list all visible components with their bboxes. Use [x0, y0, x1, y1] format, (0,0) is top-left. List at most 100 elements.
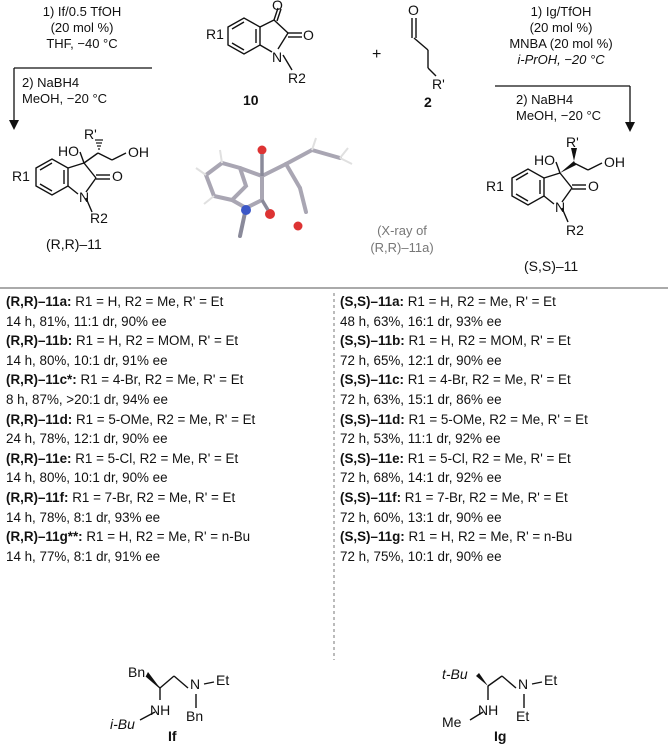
right-entry-2-substituents: R1 = H, R2 = MOM, R' = Et [408, 333, 571, 349]
right-entry-7-header: (S,S)–11g: R1 = H, R2 = Me, R' = n-Bu [340, 527, 668, 547]
catalyst-ig-tbu-label: t-Bu [442, 666, 468, 682]
product-left-o-label: O [112, 168, 123, 184]
right-entry-4-results: 72 h, 53%, 11:1 dr, 92% ee [340, 431, 501, 447]
right-entry-6-header: (S,S)–11f: R1 = 7-Br, R2 = Me, R' = Et [340, 488, 668, 508]
catalyst-if-ibu-label: i-Bu [110, 716, 135, 732]
left-cond-line4: 2) NaBH4 [22, 75, 80, 90]
product-left-hash-bond [95, 139, 103, 150]
catalyst-if-n-label: N [190, 676, 201, 692]
catalyst-if-et-label: Et [216, 672, 230, 688]
xray-caption: (X-ray of (R,R)–11a) [352, 222, 452, 256]
catalyst-if-compound-label: If [168, 728, 177, 744]
left-cond-line2: (20 mol %) [50, 20, 114, 35]
right-entry-3-results: 72 h, 63%, 15:1 dr, 86% ee [340, 391, 502, 407]
xray-oxygen-atom-2 [265, 209, 275, 219]
catalyst-if-nh-label: NH [150, 702, 171, 718]
product-left-n-label: N [79, 189, 90, 205]
right-entry-6-results: 72 h, 60%, 13:1 dr, 90% ee [340, 509, 502, 525]
left-entry-3-compound: (R,R)–11c*: [6, 372, 77, 388]
right-entry-5-header: (S,S)–11e: R1 = 5-Cl, R2 = Me, R' = Et [340, 449, 668, 469]
catalyst-ig-nh-label: NH [478, 702, 499, 718]
isatin-o1-label: O [272, 0, 283, 13]
product-left-structure [35, 151, 127, 213]
left-entry-2-substituents: R1 = H, R2 = MOM, R' = Et [75, 333, 239, 349]
left-entry-2-compound: (R,R)–11b: [6, 333, 73, 349]
product-left-compound-label: (R,R)–11 [46, 236, 102, 252]
right-cond-line3: MNBA (20 mol %) [509, 36, 613, 51]
catalyst-ig-et2-label: Et [516, 708, 530, 724]
right-entry-7-substituents: R1 = H, R2 = Me, R' = n-Bu [408, 529, 573, 545]
product-right-ho-label: HO [534, 152, 555, 168]
right-conditions-step1: 1) Ig/TfOH (20 mol %) MNBA (20 mol %) i-… [496, 4, 626, 68]
left-entry-2-header: (R,R)–11b: R1 = H, R2 = MOM, R' = Et [6, 331, 336, 351]
right-cond-line6: MeOH, −20 °C [516, 108, 602, 123]
left-entry-6-results: 14 h, 78%, 8:1 dr, 93% ee [6, 509, 161, 525]
left-entry-4-results: 24 h, 78%, 12:1 dr, 90% ee [6, 431, 168, 447]
catalyst-ig-compound-label: Ig [494, 728, 507, 744]
left-entry-1-results: 14 h, 81%, 11:1 dr, 90% ee [6, 313, 167, 329]
left-entry-3-substituents: R1 = 4-Br, R2 = Me, R' = Et [80, 372, 244, 388]
product-right-n-label: N [555, 199, 566, 215]
product-right-wedge-bond [560, 161, 576, 173]
right-cond-line2: (20 mol %) [529, 20, 593, 35]
product-left-r1-label: R1 [12, 168, 30, 184]
left-arrow-head [9, 120, 19, 130]
isatin-r2-label: R2 [288, 70, 306, 86]
left-entry-2-results: 14 h, 80%, 10:1 dr, 91% ee [6, 352, 168, 368]
left-entry-6-substituents: R1 = 7-Br, R2 = Me, R' = Et [72, 489, 236, 505]
left-entry-6-header: (R,R)–11f: R1 = 7-Br, R2 = Me, R' = Et [6, 488, 336, 508]
left-entry-5-substituents: R1 = 5-Cl, R2 = Me, R' = Et [75, 450, 239, 466]
left-entry-5-results: 14 h, 80%, 10:1 dr, 90% ee [6, 470, 168, 486]
left-entry-3-header: (R,R)–11c*: R1 = 4-Br, R2 = Me, R' = Et [6, 370, 336, 390]
product-right-structure [511, 161, 603, 223]
isatin-compound-number: 10 [243, 92, 259, 108]
left-entry-1-header: (R,R)–11a: R1 = H, R2 = Me, R' = Et [6, 292, 336, 312]
product-left-r2-label: R2 [90, 210, 108, 226]
catalyst-ig-n-label: N [518, 676, 529, 692]
product-right-compound-label: (S,S)–11 [524, 258, 579, 274]
right-entry-3-header: (S,S)–11c: R1 = 4-Br, R2 = Me, R' = Et [340, 370, 668, 390]
left-entry-1-compound: (R,R)–11a: [6, 294, 72, 309]
right-entry-3-compound: (S,S)–11c: [340, 372, 405, 388]
left-entry-7-compound: (R,R)–11g**: [6, 529, 83, 545]
right-entry-1-header: (S,S)–11a: R1 = H, R2 = Me, R' = Et [340, 292, 668, 312]
right-entry-7-results: 72 h, 75%, 10:1 dr, 90% ee [340, 548, 502, 564]
right-entry-4-substituents: R1 = 5-OMe, R2 = Me, R' = Et [408, 411, 588, 427]
right-entry-5-results: 72 h, 68%, 14:1 dr, 92% ee [340, 470, 502, 486]
right-entry-1-results: 48 h, 63%, 16:1 dr, 93% ee [340, 313, 502, 329]
left-entry-4-header: (R,R)–11d: R1 = 5-OMe, R2 = Me, R' = Et [6, 410, 336, 430]
left-entry-1-substituents: R1 = H, R2 = Me, R' = Et [75, 294, 224, 309]
product-right-r1-label: R1 [486, 178, 504, 194]
right-arrow-head [625, 122, 635, 132]
left-cond-line1: 1) If/0.5 TfOH [42, 4, 122, 19]
catalyst-if-bn2-label: Bn [186, 708, 204, 724]
xray-oxygen-atom-1 [257, 145, 267, 155]
left-conditions-step2: 2) NaBH4 MeOH, −20 °C [22, 75, 142, 107]
left-cond-line3: THF, −40 °C [46, 36, 118, 51]
right-entry-4-compound: (S,S)–11d: [340, 411, 405, 427]
right-cond-line1: 1) Ig/TfOH [530, 4, 592, 19]
left-cond-line5: MeOH, −20 °C [22, 91, 108, 106]
left-entry-5-header: (R,R)–11e: R1 = 5-Cl, R2 = Me, R' = Et [6, 449, 336, 469]
right-conditions-step2: 2) NaBH4 MeOH, −20 °C [516, 92, 636, 124]
product-left-ho-label: HO [58, 143, 79, 159]
right-entry-6-substituents: R1 = 7-Br, R2 = Me, R' = Et [404, 489, 568, 505]
isatin-r1-label: R1 [206, 26, 224, 42]
right-entry-4-header: (S,S)–11d: R1 = 5-OMe, R2 = Me, R' = Et [340, 410, 668, 430]
right-entry-6-compound: (S,S)–11f: [340, 489, 402, 505]
left-entry-7-results: 14 h, 77%, 8:1 dr, 91% ee [6, 548, 161, 564]
isatin-structure [227, 7, 302, 71]
right-entry-7-compound: (S,S)–11g: [340, 529, 405, 545]
catalyst-ig-structure [469, 675, 543, 721]
product-left-rp-label: R' [84, 126, 97, 142]
aldehyde-compound-number: 2 [424, 94, 432, 110]
right-entry-1-compound: (S,S)–11a: [340, 294, 405, 309]
xray-nitrogen-atom [241, 205, 251, 215]
product-right-o-label: O [588, 178, 599, 194]
right-entry-5-substituents: R1 = 5-Cl, R2 = Me, R' = Et [407, 450, 571, 466]
catalyst-ig-me-label: Me [442, 714, 462, 730]
right-entry-2-results: 72 h, 65%, 12:1 dr, 90% ee [340, 352, 502, 368]
